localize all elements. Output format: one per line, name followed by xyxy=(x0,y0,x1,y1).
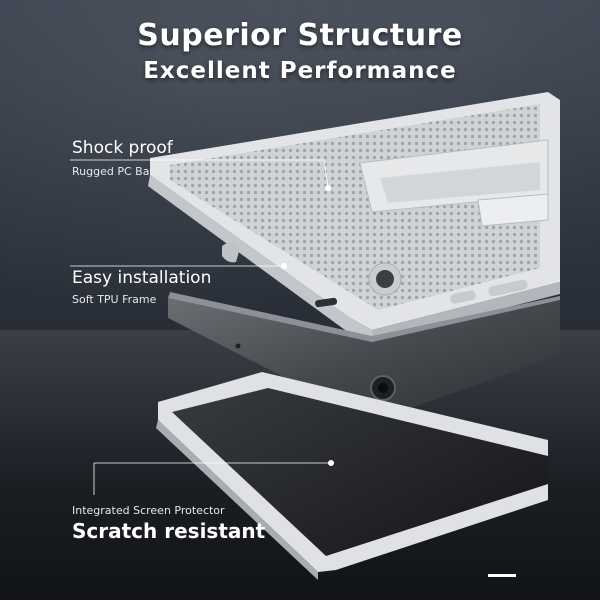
feature-shock-proof-subtitle: Rugged PC Back xyxy=(72,165,162,178)
tpu-screen-frame xyxy=(156,372,548,580)
decorative-bar xyxy=(488,574,516,577)
rugged-back-case xyxy=(148,92,560,342)
feature-shock-proof-title: Shock proof xyxy=(72,138,173,158)
feature-scratch-resistant-title: Scratch resistant xyxy=(72,519,266,543)
headline-title: Superior Structure xyxy=(137,18,463,53)
feature-scratch-resistant-subtitle: Integrated Screen Protector xyxy=(72,504,225,517)
feature-easy-installation-subtitle: Soft TPU Frame xyxy=(72,293,157,306)
tablet-device xyxy=(168,292,560,422)
feature-easy-installation-title: Easy installation xyxy=(72,268,212,288)
callout-markers xyxy=(70,159,334,495)
headline-subtitle: Excellent Performance xyxy=(143,58,457,84)
